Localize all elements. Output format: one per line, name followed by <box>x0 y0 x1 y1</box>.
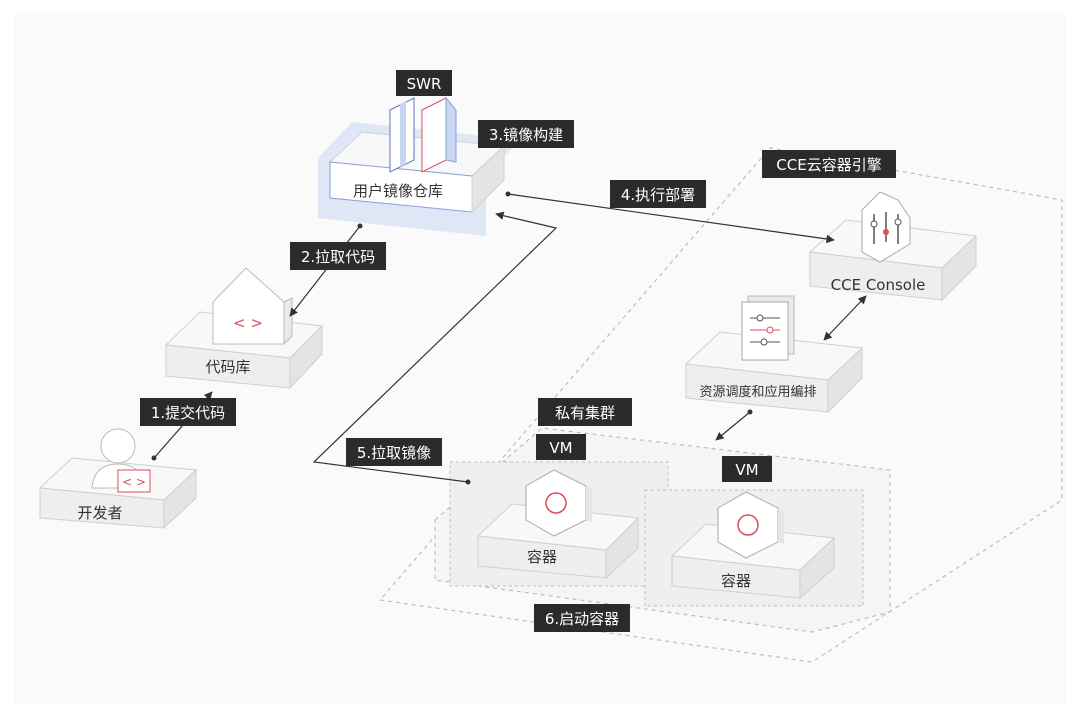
step-label-4: 4.执行部署 <box>610 180 706 208</box>
cce-engine-tag: CCE云容器引擎 <box>762 150 896 178</box>
step-label-5: 5.拉取镜像 <box>346 438 442 466</box>
developer-icon: < > <box>91 428 151 493</box>
step-label-2: 2.拉取代码 <box>290 242 386 270</box>
container-node-2: 容器 <box>670 491 836 600</box>
step5-text: 5.拉取镜像 <box>357 444 431 462</box>
arrow-pull-image <box>312 211 558 483</box>
container-2-label: 容器 <box>721 572 751 590</box>
swr-tag-label: SWR <box>407 75 442 93</box>
vm-tag-1-label: VM <box>549 439 572 457</box>
developer-label: 开发者 <box>77 504 122 522</box>
swr-tag: SWR <box>396 70 452 96</box>
step-label-6: 6.启动容器 <box>534 604 630 632</box>
swr-node: 用户镜像仓库 <box>318 96 520 236</box>
step3-text: 3.镜像构建 <box>489 126 563 144</box>
step6-text: 6.启动容器 <box>545 610 619 628</box>
cce-engine-tag-label: CCE云容器引擎 <box>776 156 881 174</box>
cce-console-node: CCE Console <box>808 191 978 302</box>
console-icon <box>861 191 911 263</box>
scheduling-node: 资源调度和应用编排 <box>684 295 864 414</box>
svg-text:< >: < > <box>122 475 146 489</box>
arrow-scheduling-vm <box>715 411 751 441</box>
arrow-deploy <box>507 193 835 244</box>
arrow-console-scheduling <box>823 295 867 341</box>
vm-tag-2: VM <box>722 456 772 482</box>
cce-engine-region <box>378 147 1063 663</box>
private-cluster-tag: 私有集群 <box>538 398 632 426</box>
container-icon-2 <box>717 491 784 559</box>
container-1-label: 容器 <box>527 548 557 566</box>
private-cluster-tag-label: 私有集群 <box>555 404 615 422</box>
code-repo-icon: < > <box>212 267 293 346</box>
container-icon-1 <box>525 469 592 537</box>
vm-tag-2-label: VM <box>735 461 758 479</box>
code-repo-node: < > 代码库 <box>164 267 324 390</box>
document-settings-icon <box>741 295 795 361</box>
vm-tag-1: VM <box>536 434 586 460</box>
step-label-3: 3.镜像构建 <box>478 120 574 148</box>
step-label-1: 1.提交代码 <box>140 398 236 426</box>
developer-node: < > 开发者 <box>38 428 198 530</box>
arrow-pull-code <box>289 225 361 317</box>
step2-text: 2.拉取代码 <box>301 248 375 266</box>
code-repo-label: 代码库 <box>205 358 250 376</box>
image-repo-icon <box>389 96 457 173</box>
container-node-1: 容器 <box>476 469 640 580</box>
cce-console-label: CCE Console <box>831 276 926 294</box>
svg-text:< >: < > <box>233 314 263 332</box>
step4-text: 4.执行部署 <box>621 186 695 204</box>
step1-text: 1.提交代码 <box>151 404 225 422</box>
user-image-repo-label: 用户镜像仓库 <box>353 182 443 200</box>
scheduling-label: 资源调度和应用编排 <box>699 384 816 400</box>
